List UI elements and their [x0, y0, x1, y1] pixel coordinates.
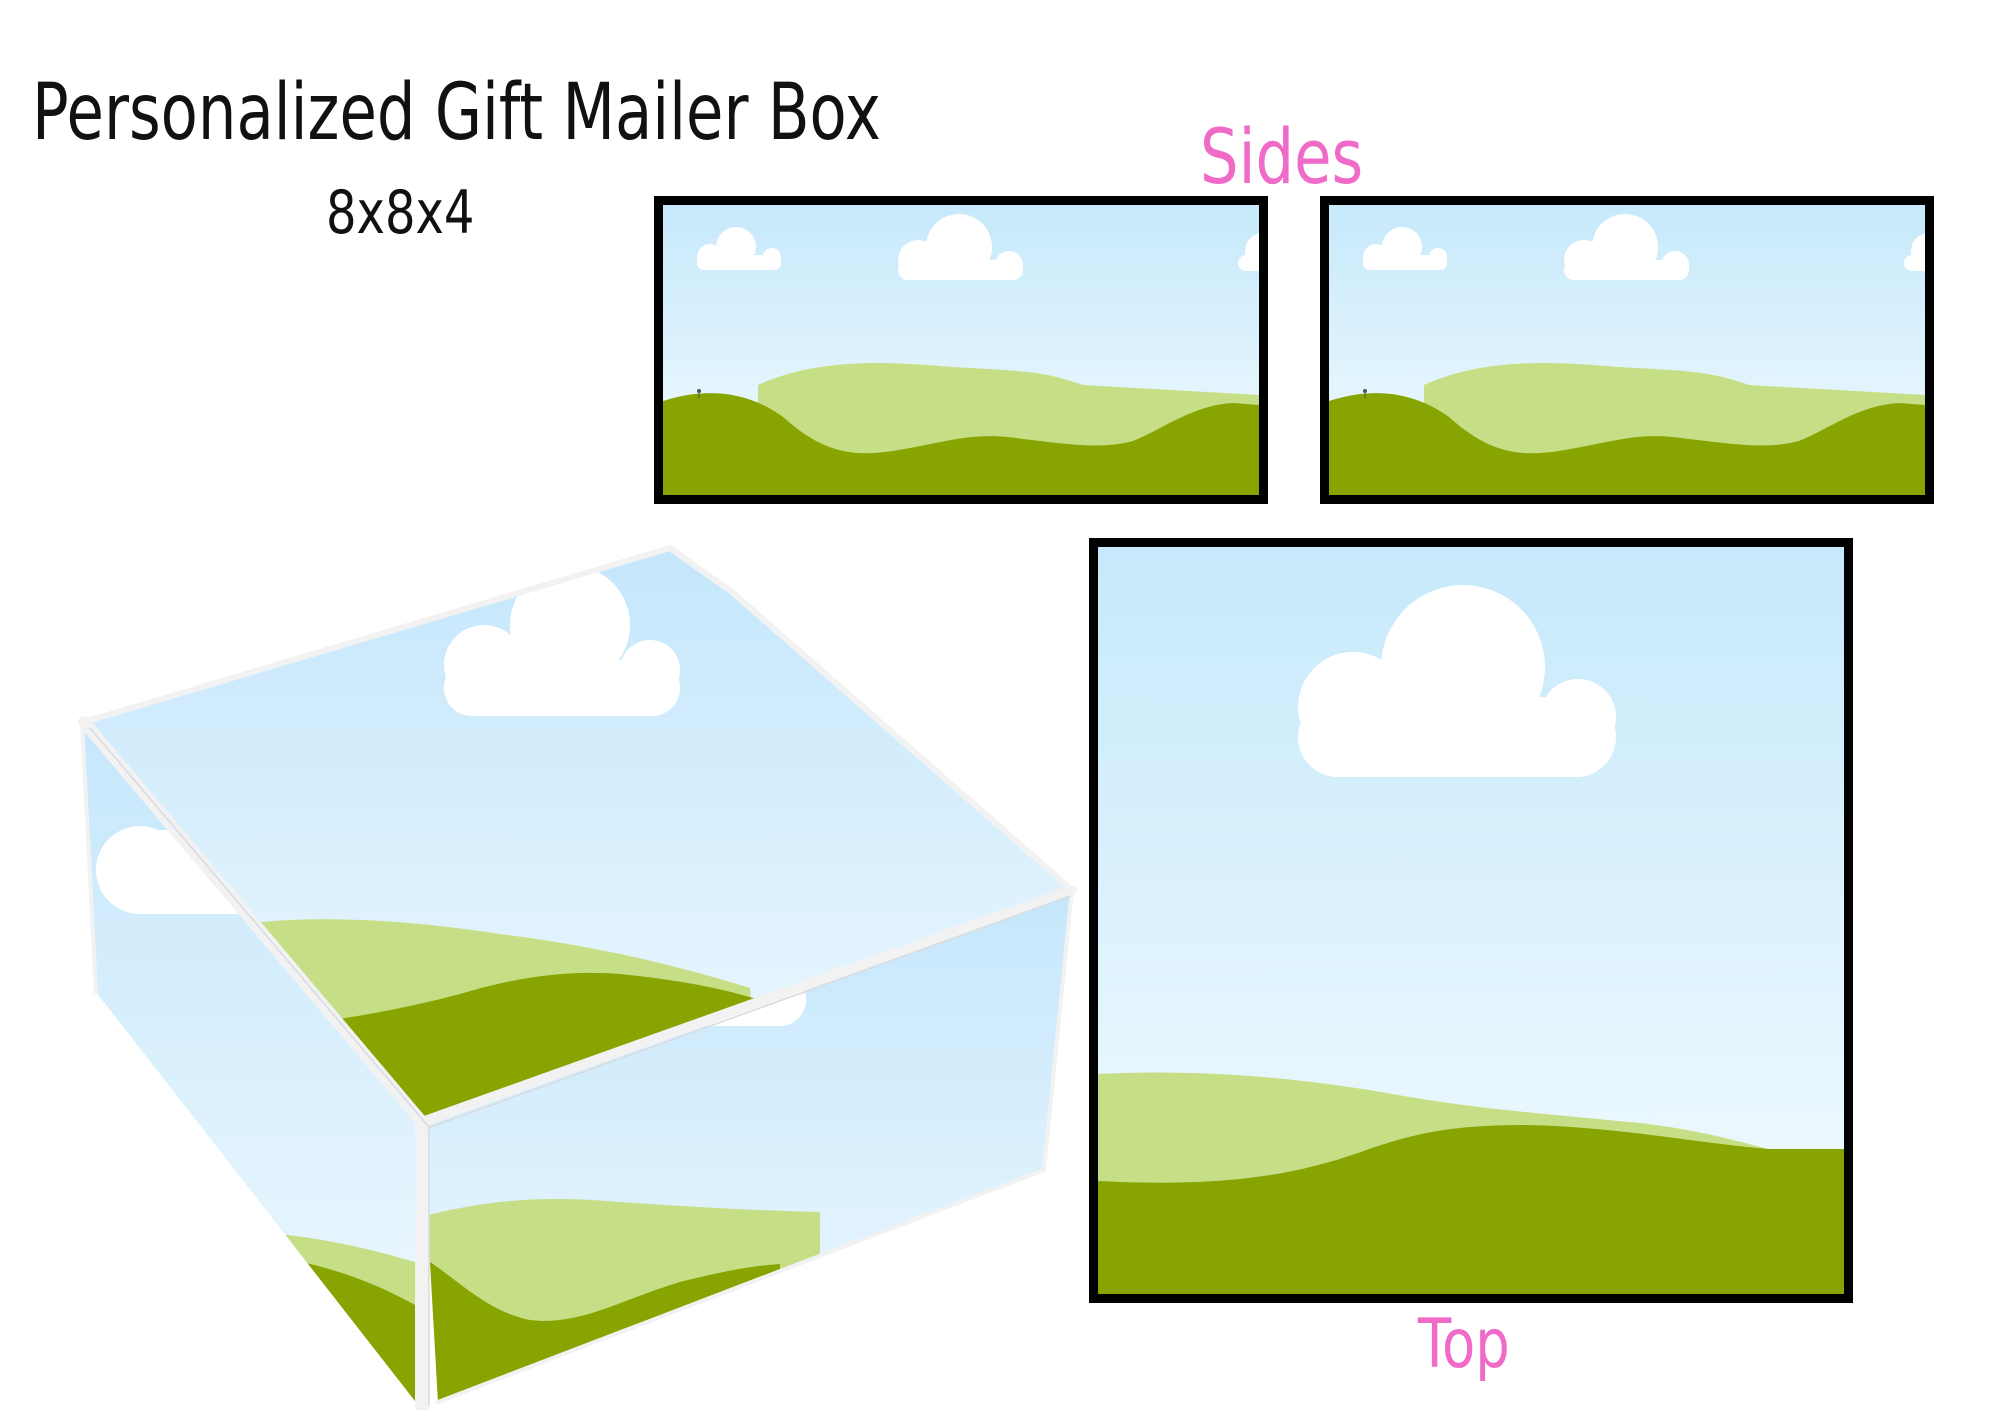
cloud-icon	[898, 214, 1023, 280]
cloud-icon	[1363, 227, 1447, 270]
box-edges	[78, 545, 1077, 1410]
box-edge-shadows	[89, 727, 1071, 1407]
top-panel	[1089, 538, 1853, 1303]
cloud-icon	[697, 227, 781, 270]
cloud-icon	[1904, 233, 1925, 271]
hill-icon	[1098, 1125, 1844, 1294]
page-title: Personalized Gift Mailer Box	[32, 68, 881, 158]
box-dimensions: 8x8x4	[326, 178, 475, 248]
hill-icon	[1329, 393, 1925, 495]
box-illustration	[78, 545, 1077, 1410]
sides-label: Sides	[1200, 112, 1364, 201]
hill-icon	[663, 393, 1259, 495]
cloud-icon	[1238, 233, 1259, 271]
side-scene-right	[1329, 205, 1925, 495]
side-panel-right	[1320, 196, 1934, 504]
side-scene-left	[663, 205, 1259, 495]
cloud-icon	[444, 565, 680, 716]
cloud-icon	[198, 632, 242, 676]
cloud-icon	[1298, 585, 1616, 777]
side-panel-left	[654, 196, 1268, 504]
top-label: Top	[1418, 1305, 1510, 1384]
cloud-icon	[1564, 214, 1689, 280]
top-scene	[1098, 547, 1844, 1294]
box-mockup	[60, 530, 1090, 1410]
